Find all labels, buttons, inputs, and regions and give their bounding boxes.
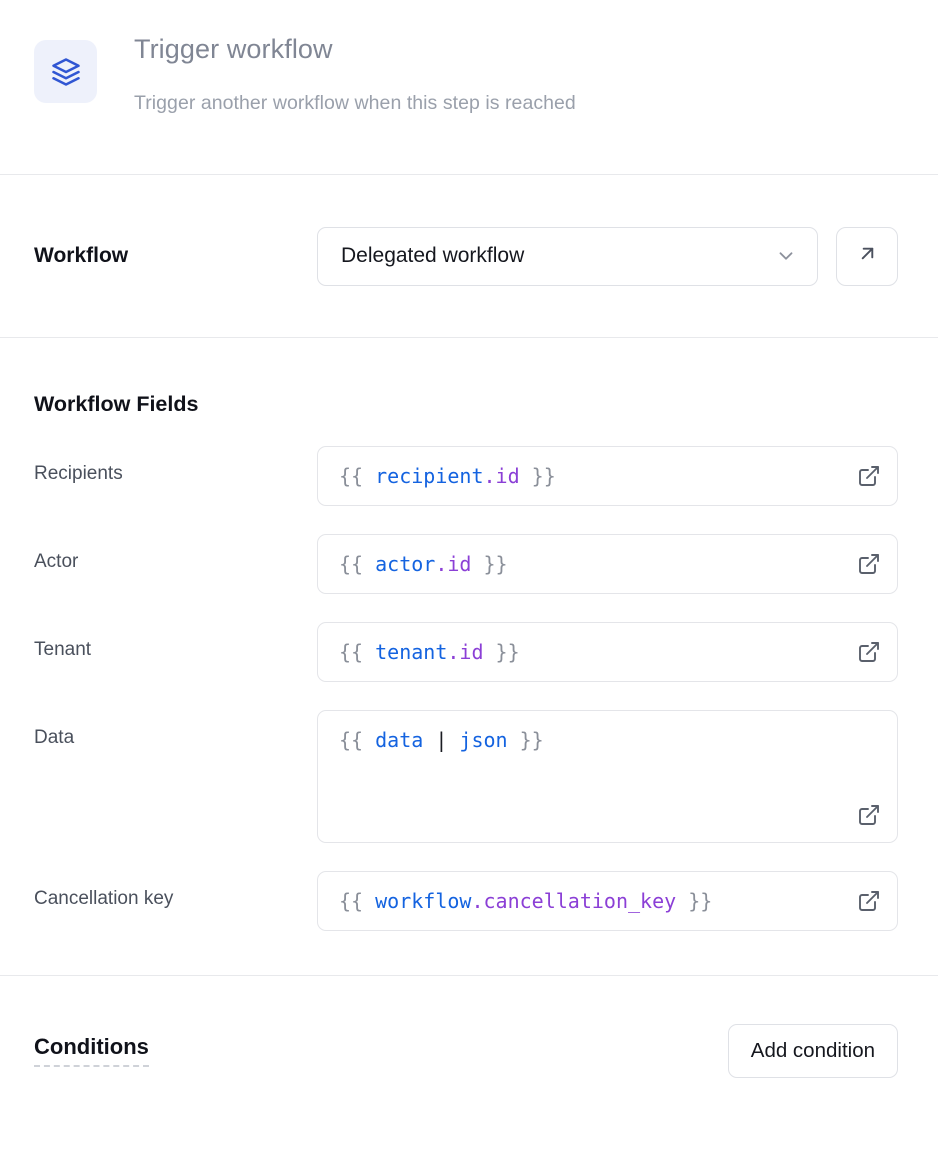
field-value-input[interactable]: {{ tenant.id }}: [317, 622, 898, 682]
field-value-input[interactable]: {{ recipient.id }}: [317, 446, 898, 506]
template-token-brace: {{: [339, 889, 376, 913]
arrow-up-right-icon: [856, 242, 879, 270]
template-token-pipe: |: [423, 728, 460, 752]
field-value-input[interactable]: {{ actor.id }}: [317, 534, 898, 594]
page-title: Trigger workflow: [134, 34, 333, 64]
field-row: Cancellation key {{ workflow.cancellation…: [34, 871, 898, 931]
template-token-obj: actor: [375, 552, 436, 576]
template-token-brace: {{: [339, 728, 376, 752]
template-token-prop: .id: [483, 464, 520, 488]
template-token-prop: .id: [435, 552, 472, 576]
template-token-brace: }}: [507, 728, 544, 752]
workflow-fields-title: Workflow Fields: [34, 392, 199, 416]
external-link-icon[interactable]: [857, 803, 881, 827]
page-subtitle: Trigger another workflow when this step …: [134, 91, 576, 114]
field-label: Data: [34, 727, 75, 748]
conditions-section: Conditions Add condition: [0, 976, 938, 1125]
external-link-icon[interactable]: [857, 464, 881, 488]
template-token-brace: }}: [676, 889, 713, 913]
workflow-fields-list: Recipients{{ recipient.id }}Actor{{ acto…: [34, 446, 898, 931]
field-label: Cancellation key: [34, 888, 174, 909]
external-link-icon[interactable]: [857, 552, 881, 576]
field-row: Recipients {{ recipient.id }}: [34, 446, 898, 506]
template-token-brace: {{: [339, 640, 376, 664]
template-token-brace: {{: [339, 464, 376, 488]
field-label: Actor: [34, 551, 79, 572]
external-link-icon[interactable]: [857, 889, 881, 913]
workflow-select-wrap: Delegated workflow: [317, 226, 818, 286]
template-token-prop: .cancellation_key: [471, 889, 677, 913]
field-label: Tenant: [34, 639, 92, 660]
field-value-input[interactable]: {{ workflow.cancellation_key }}: [317, 871, 898, 931]
template-token-brace: }}: [519, 464, 556, 488]
external-link-icon[interactable]: [857, 640, 881, 664]
field-row: Data {{ data | json }}: [34, 710, 898, 843]
template-token-brace: }}: [471, 552, 508, 576]
template-token-brace: }}: [483, 640, 520, 664]
open-workflow-button[interactable]: [836, 226, 898, 286]
template-token-obj: data: [375, 728, 424, 752]
panel-header: Trigger workflow Trigger another workflo…: [0, 0, 938, 175]
template-token-obj: tenant: [375, 640, 448, 664]
workflow-fields-section: Workflow Fields Recipients{{ recipient.i…: [0, 338, 938, 976]
template-token-filter: json: [459, 728, 508, 752]
field-label: Recipients: [34, 463, 123, 484]
conditions-title: Conditions: [34, 1034, 149, 1067]
workflow-section: Workflow Delegated workflow: [0, 175, 938, 338]
add-condition-button[interactable]: Add condition: [727, 1023, 898, 1078]
field-row: Tenant {{ tenant.id }}: [34, 622, 898, 682]
chevron-down-icon: [775, 245, 797, 267]
field-value-input[interactable]: {{ data | json }}: [317, 710, 898, 843]
workflow-select-value: Delegated workflow: [341, 244, 525, 267]
header-text-block: Trigger workflow Trigger another workflo…: [134, 33, 576, 116]
template-token-obj: workflow: [375, 889, 472, 913]
layers-icon: [34, 40, 97, 103]
template-token-brace: {{: [339, 552, 376, 576]
template-token-obj: recipient: [375, 464, 484, 488]
field-row: Actor {{ actor.id }}: [34, 534, 898, 594]
template-token-prop: .id: [447, 640, 484, 664]
workflow-select[interactable]: Delegated workflow: [317, 226, 818, 286]
workflow-label: Workflow: [34, 244, 129, 267]
